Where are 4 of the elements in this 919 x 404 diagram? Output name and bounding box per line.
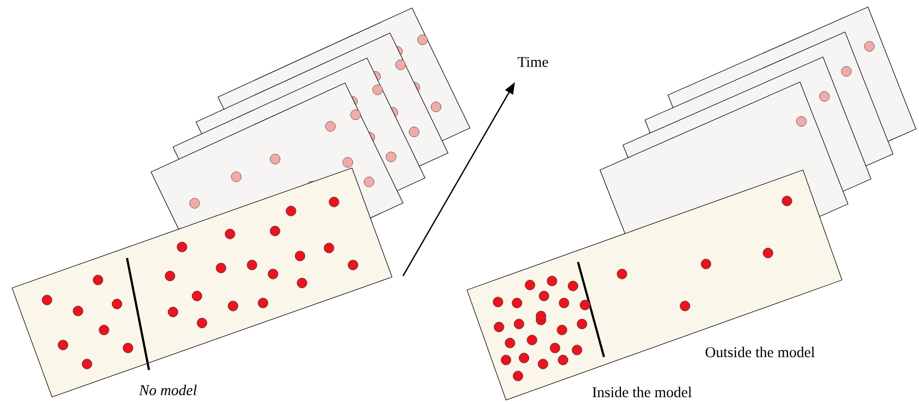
caption-text: No model	[138, 384, 197, 396]
caption-text: Outside the model	[706, 346, 815, 358]
caption-text: Time	[518, 56, 548, 68]
caption-text: Inside the model	[592, 386, 692, 398]
